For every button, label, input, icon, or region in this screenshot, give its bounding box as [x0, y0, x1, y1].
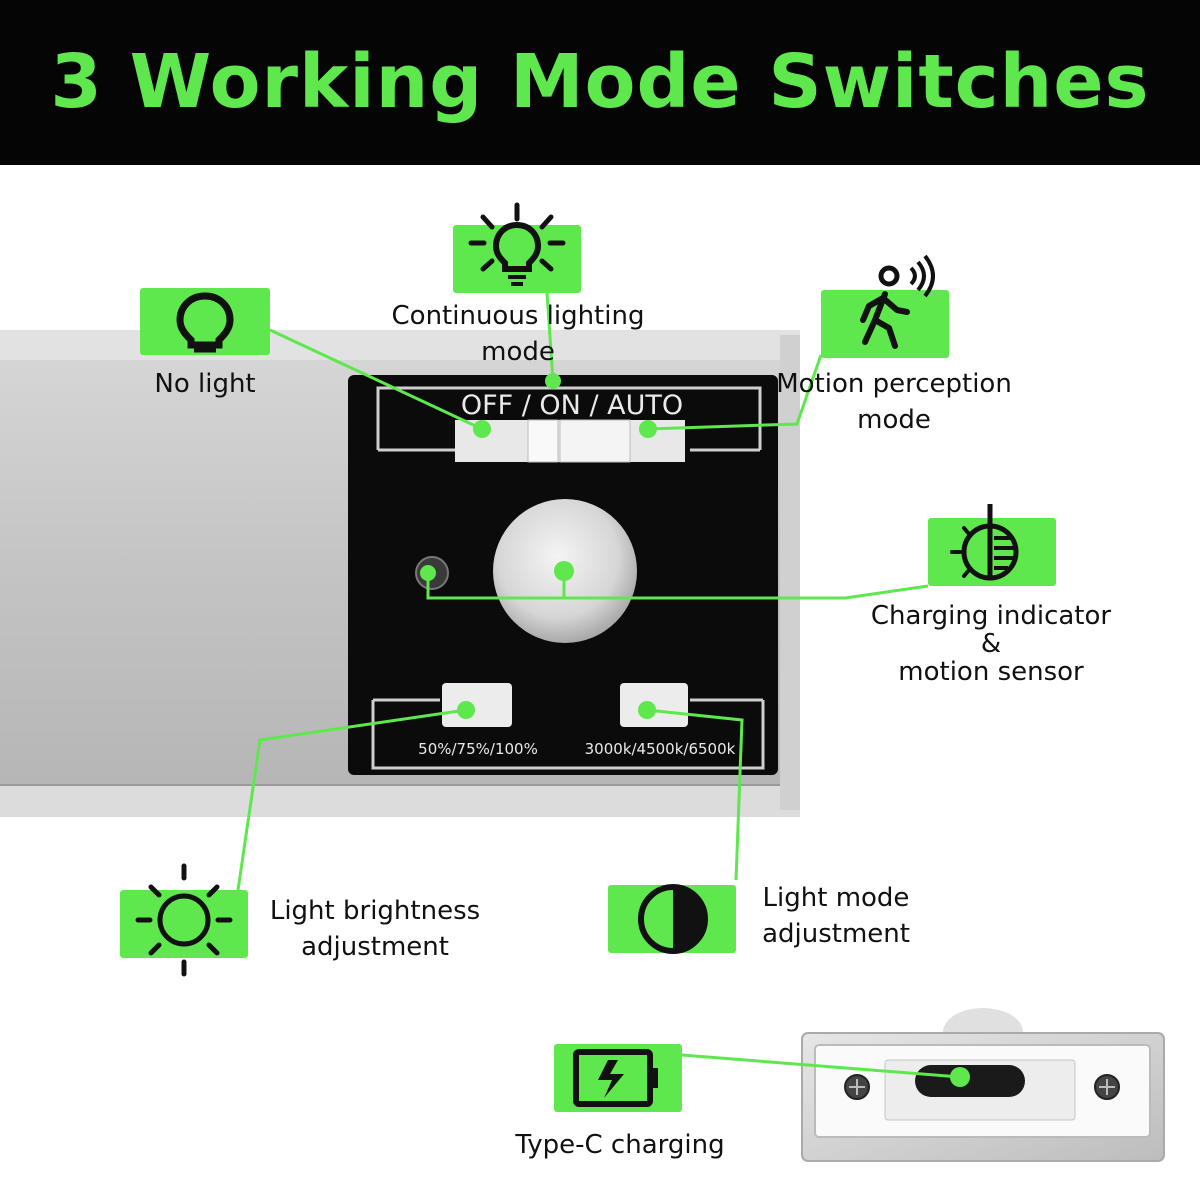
- motion-perception-label: Motion perception mode: [776, 369, 1012, 435]
- motion-icon-box: [821, 254, 949, 358]
- end-cap: [801, 1032, 1165, 1162]
- charging-indicator-label: Charging indicator & motion sensor: [870, 601, 1112, 687]
- type-c-label: Type-C charging: [515, 1130, 725, 1160]
- brightness-button: [442, 683, 512, 727]
- charging-led: [415, 556, 449, 590]
- mode-switch-slot: [455, 420, 685, 462]
- brightness-icon-box: [120, 863, 248, 977]
- continuous-lighting-label: Continuous lighting mode: [391, 301, 645, 367]
- charging-indicator-icon-box: [928, 504, 1056, 586]
- sun-icon: [135, 863, 233, 977]
- brightness-label: Light brightness adjustment: [269, 896, 481, 962]
- housing-body: [0, 330, 800, 800]
- brightness-legend: 50%/75%/100%: [418, 740, 538, 758]
- title-banner: 3 Working Mode Switches: [0, 0, 1200, 165]
- housing-bottom-edge: [0, 785, 800, 817]
- type-c-port: [915, 1065, 1025, 1097]
- contrast-icon: [638, 884, 708, 954]
- page-title: 3 Working Mode Switches: [50, 39, 1150, 125]
- switch-legend: OFF / ON / AUTO: [461, 390, 683, 421]
- bulb-icon: [176, 292, 234, 353]
- color-temp-button: [620, 683, 688, 727]
- light-mode-label: Light mode adjustment: [762, 883, 910, 949]
- walking-person-icon: [860, 254, 935, 349]
- battery-charging-icon: [573, 1049, 658, 1107]
- no-light-icon-box: [140, 288, 270, 355]
- half-sun-icon: [950, 504, 1019, 581]
- no-light-label: No light: [154, 369, 256, 399]
- color-temp-legend: 3000k/4500k/6500k: [585, 740, 736, 758]
- continuous-icon-box: [453, 202, 581, 293]
- light-mode-icon-box: [608, 884, 736, 954]
- lit-bulb-icon: [468, 202, 566, 286]
- type-c-icon-box: [554, 1044, 682, 1112]
- pir-lens: [493, 499, 637, 643]
- control-panel: [348, 375, 778, 775]
